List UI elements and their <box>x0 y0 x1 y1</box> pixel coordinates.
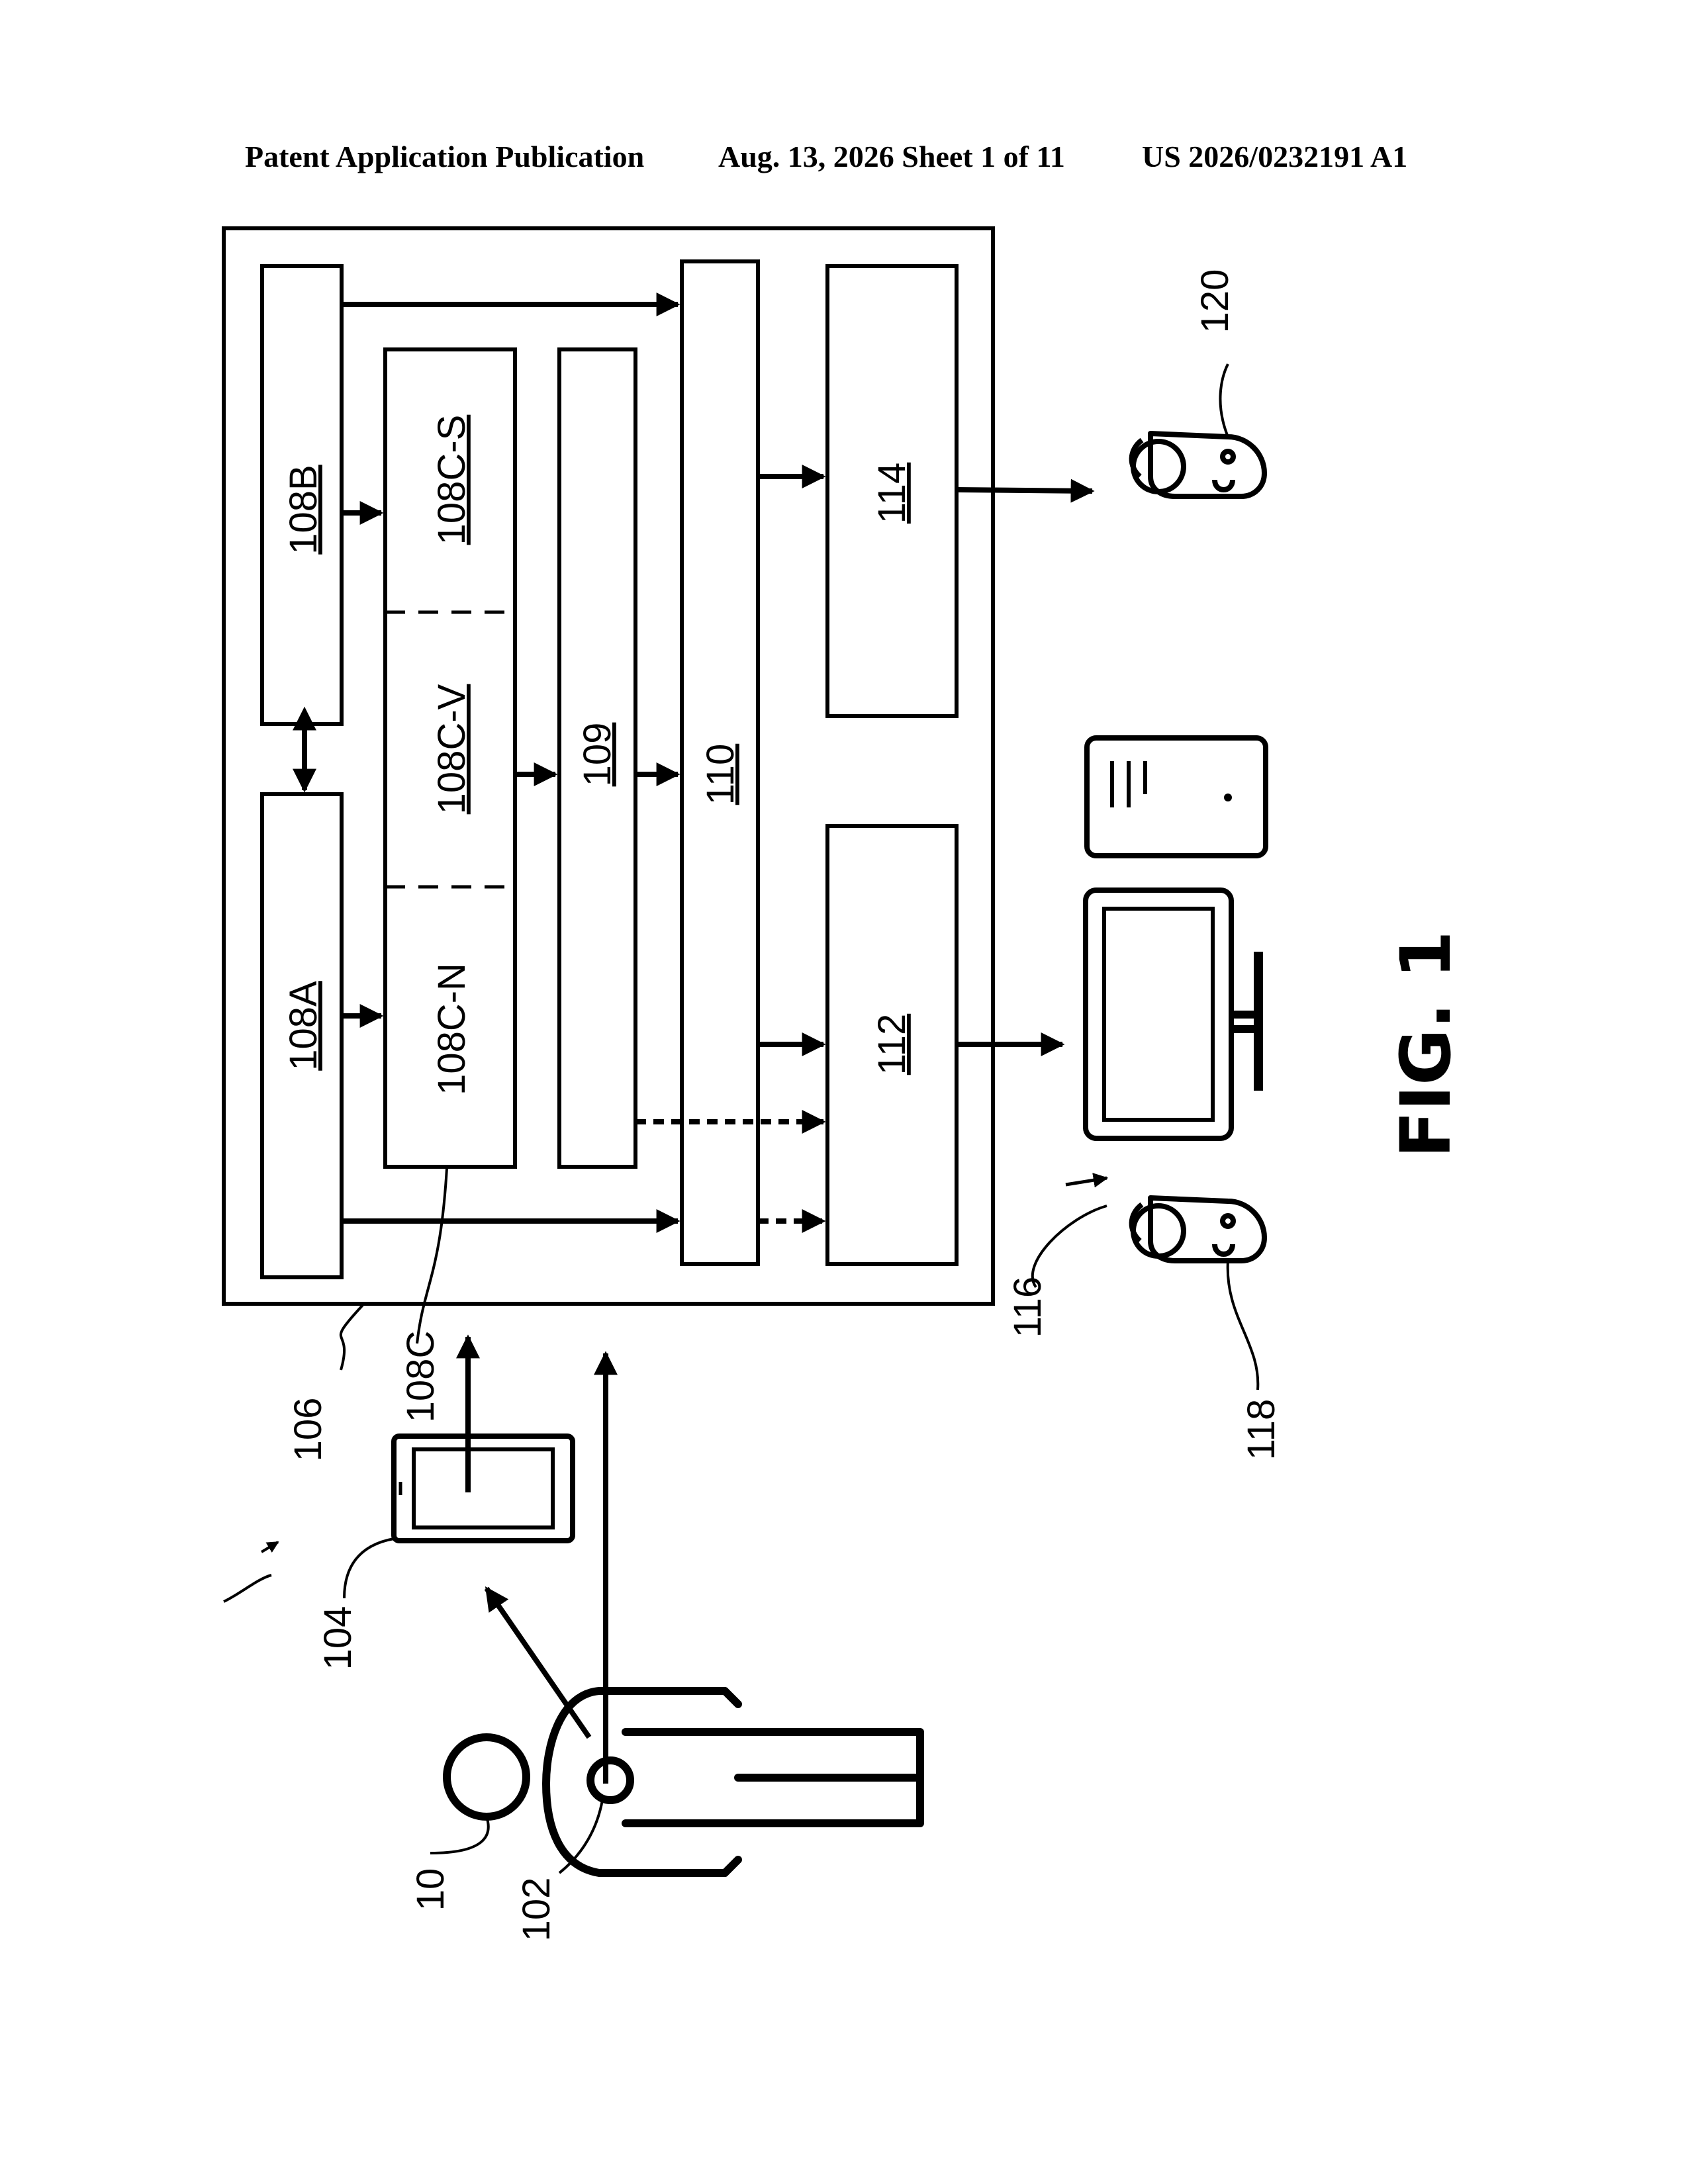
svg-text:114: 114 <box>870 463 914 523</box>
svg-text:110: 110 <box>699 744 742 805</box>
object-10 <box>447 1737 526 1817</box>
computing-device <box>1087 738 1266 856</box>
internal-arrows <box>305 304 823 1221</box>
output-arrows <box>957 490 1092 1044</box>
block-114: 114 <box>827 266 957 716</box>
label-108C: 108C <box>399 1331 442 1423</box>
block-109: 109 <box>559 349 635 1167</box>
label-10: 10 <box>409 1868 452 1911</box>
label-106: 106 <box>287 1398 330 1462</box>
patient-figure-102 <box>546 1691 920 1873</box>
user-120 <box>1132 433 1264 496</box>
figure-caption: FIG. 1 <box>1385 931 1466 1158</box>
user-118 <box>1132 1198 1264 1261</box>
block-112: 112 <box>827 826 957 1264</box>
label-108C-V: 108C-V <box>430 684 473 814</box>
label-118: 118 <box>1240 1399 1283 1460</box>
monitor-display-116 <box>1086 890 1258 1138</box>
label-108C-S: 108C-S <box>430 415 473 545</box>
label-102: 102 <box>515 1878 558 1942</box>
svg-text:112: 112 <box>870 1014 914 1075</box>
block-108A: 108A <box>262 794 342 1277</box>
svg-text:109: 109 <box>576 723 619 787</box>
block-108B: 108B <box>262 266 342 724</box>
svg-text:108A: 108A <box>282 981 325 1071</box>
input-arrows <box>468 1337 606 1784</box>
label-108C-N: 108C-N <box>430 963 473 1095</box>
mobile-device-104 <box>394 1436 573 1541</box>
block-110: 110 <box>682 261 758 1264</box>
label-120: 120 <box>1194 269 1237 334</box>
svg-text:108B: 108B <box>282 465 325 554</box>
label-116: 116 <box>1006 1277 1049 1338</box>
label-104: 104 <box>316 1606 359 1670</box>
block-108C: 108C-S 108C-V 108C-N <box>385 349 515 1167</box>
arrow-100 <box>261 1542 278 1552</box>
arrow-116 <box>1066 1178 1107 1185</box>
